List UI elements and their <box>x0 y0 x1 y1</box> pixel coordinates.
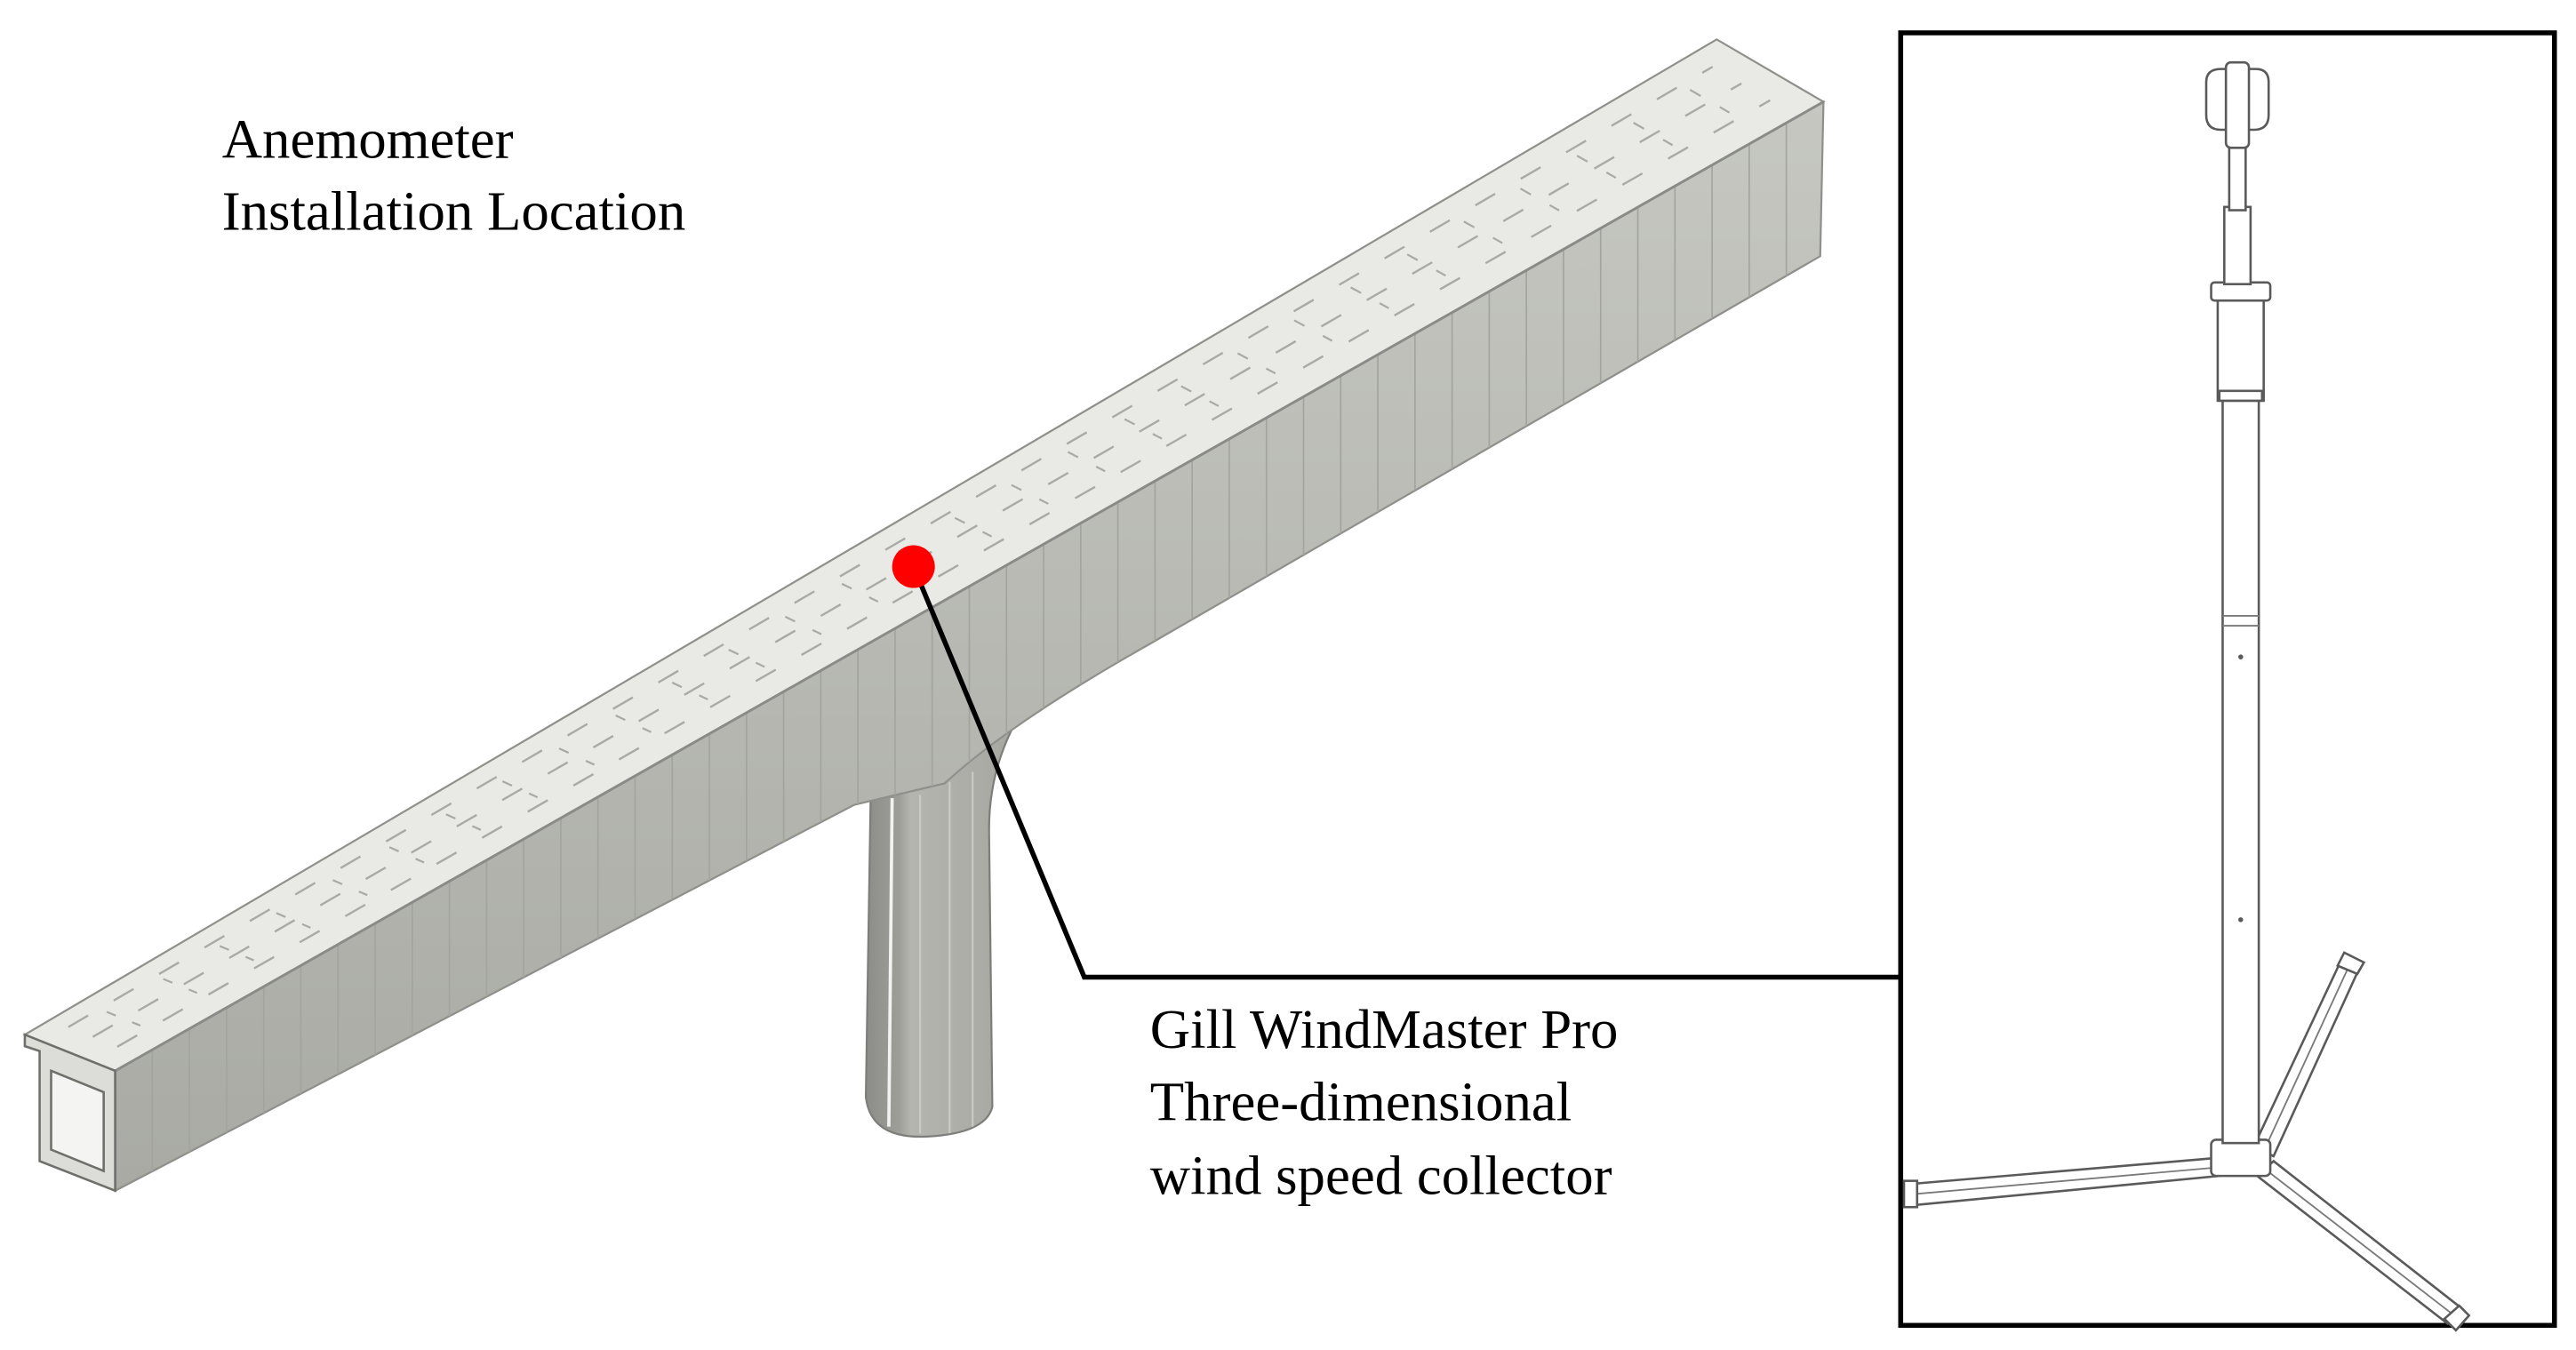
device-label-line3: wind speed collector <box>1150 1144 1612 1206</box>
deck-joint-mark <box>528 792 539 799</box>
deck-joint-mark <box>1519 188 1532 196</box>
deck-joint-mark <box>1576 155 1588 163</box>
deck-joint-mark <box>1719 106 1731 114</box>
tripod-leg-front-edge <box>2264 1168 2455 1316</box>
deck-joint-mark <box>1124 418 1135 426</box>
anemometer-location-marker <box>892 545 935 588</box>
deck-joint-mark <box>585 759 596 766</box>
deck-joint-mark <box>1293 319 1306 327</box>
deck-joint-mark <box>699 694 708 701</box>
deck-joint-mark <box>301 923 311 929</box>
deck-joint-mark <box>1152 433 1163 440</box>
deck-joint-mark <box>132 1021 141 1026</box>
location-label-line2: Installation Location <box>222 180 686 243</box>
mast-bolt <box>2238 654 2244 659</box>
mast-lower <box>2221 395 2260 1145</box>
tripod-leg-front-foot <box>2443 1304 2471 1332</box>
deck-joint-mark <box>332 879 343 885</box>
deck-joint-mark <box>1209 400 1220 407</box>
deck-joint-mark <box>728 648 740 656</box>
device-label-line2: Three-dimensional <box>1150 1070 1572 1132</box>
deck-joint-mark <box>501 780 513 787</box>
sensor-tube <box>2223 205 2252 285</box>
mast-bolt <box>2238 917 2244 923</box>
tripod-leg-back <box>2252 951 2366 1158</box>
tripod-leg-back-edge <box>2262 965 2350 1152</box>
deck-joint-mark <box>784 615 796 623</box>
pier-body <box>864 720 1019 1138</box>
girder-box-opening <box>50 1068 105 1173</box>
deck-joint-mark <box>1492 236 1503 244</box>
sensor-neck <box>2228 143 2247 212</box>
deck-joint-mark <box>1605 172 1617 180</box>
deck-joint-mark <box>671 682 683 689</box>
deck-joint-mark <box>1662 139 1674 147</box>
deck-lane-line <box>68 66 1714 1028</box>
deck-joint-mark <box>1322 334 1333 342</box>
deck-joint-mark <box>1379 302 1389 309</box>
tripod-leg-back-foot <box>2336 951 2366 976</box>
deck-joint-mark <box>471 825 482 831</box>
mast-collar <box>2218 389 2264 403</box>
deck-joint-mark <box>1406 253 1419 261</box>
deck-joint-mark <box>755 661 765 668</box>
tripod-leg-left-edge <box>1915 1166 2215 1195</box>
deck-joint-mark <box>244 955 254 962</box>
deck-joint-mark <box>106 1011 116 1017</box>
pier-edge-line <box>887 798 894 1127</box>
deck-joint-mark <box>1068 451 1079 459</box>
deck-joint-mark <box>1236 352 1249 360</box>
tripod-hub <box>2210 1138 2272 1178</box>
deck-joint-mark <box>615 715 626 722</box>
leader-line <box>911 565 1903 980</box>
deck-joint-mark <box>841 582 852 590</box>
deck-joint-mark <box>1436 269 1446 277</box>
deck-joint-mark <box>445 813 456 819</box>
deck-joint-mark <box>1011 483 1022 491</box>
sensor-head-core <box>2224 60 2251 149</box>
deck-joint-mark <box>358 891 368 897</box>
deck-joint-mark <box>276 912 286 918</box>
tripod-leg-left <box>1902 1156 2221 1209</box>
deck-joint-mark <box>1633 122 1645 130</box>
bridge-pier <box>864 720 1019 1138</box>
deck-joint-mark <box>1350 286 1362 294</box>
tripod-leg-left-foot <box>1902 1179 1919 1209</box>
deck-joint-mark <box>558 747 570 755</box>
device-label-line1: Gill WindMaster Pro <box>1150 998 1619 1060</box>
deck-joint-mark <box>388 846 400 852</box>
deck-joint-mark <box>188 988 198 995</box>
deck-joint-mark <box>1689 89 1701 97</box>
deck-joint-mark <box>1180 385 1192 393</box>
deck-lane-line <box>116 99 1772 1048</box>
mast-upper <box>2216 298 2265 403</box>
deck-joint-mark <box>642 727 652 733</box>
deck-joint-mark <box>1463 220 1476 228</box>
deck-joint-mark <box>1548 204 1560 212</box>
location-label-line1: Anemometer <box>222 108 514 170</box>
deck-near-edge <box>114 100 1825 1073</box>
deck-joint-mark <box>868 596 879 603</box>
deck-joint-mark <box>982 531 993 538</box>
deck-joint-mark <box>1038 498 1049 505</box>
deck-joint-mark <box>415 858 425 864</box>
deck-joint-mark <box>1265 367 1276 375</box>
deck-joint-mark <box>812 628 822 635</box>
deck-joint-mark <box>163 978 173 984</box>
deck-joint-mark <box>219 945 230 951</box>
anemometer-drawing <box>1902 60 2471 1332</box>
deck-joint-mark <box>954 516 965 524</box>
deck-joint-mark <box>1095 466 1106 473</box>
